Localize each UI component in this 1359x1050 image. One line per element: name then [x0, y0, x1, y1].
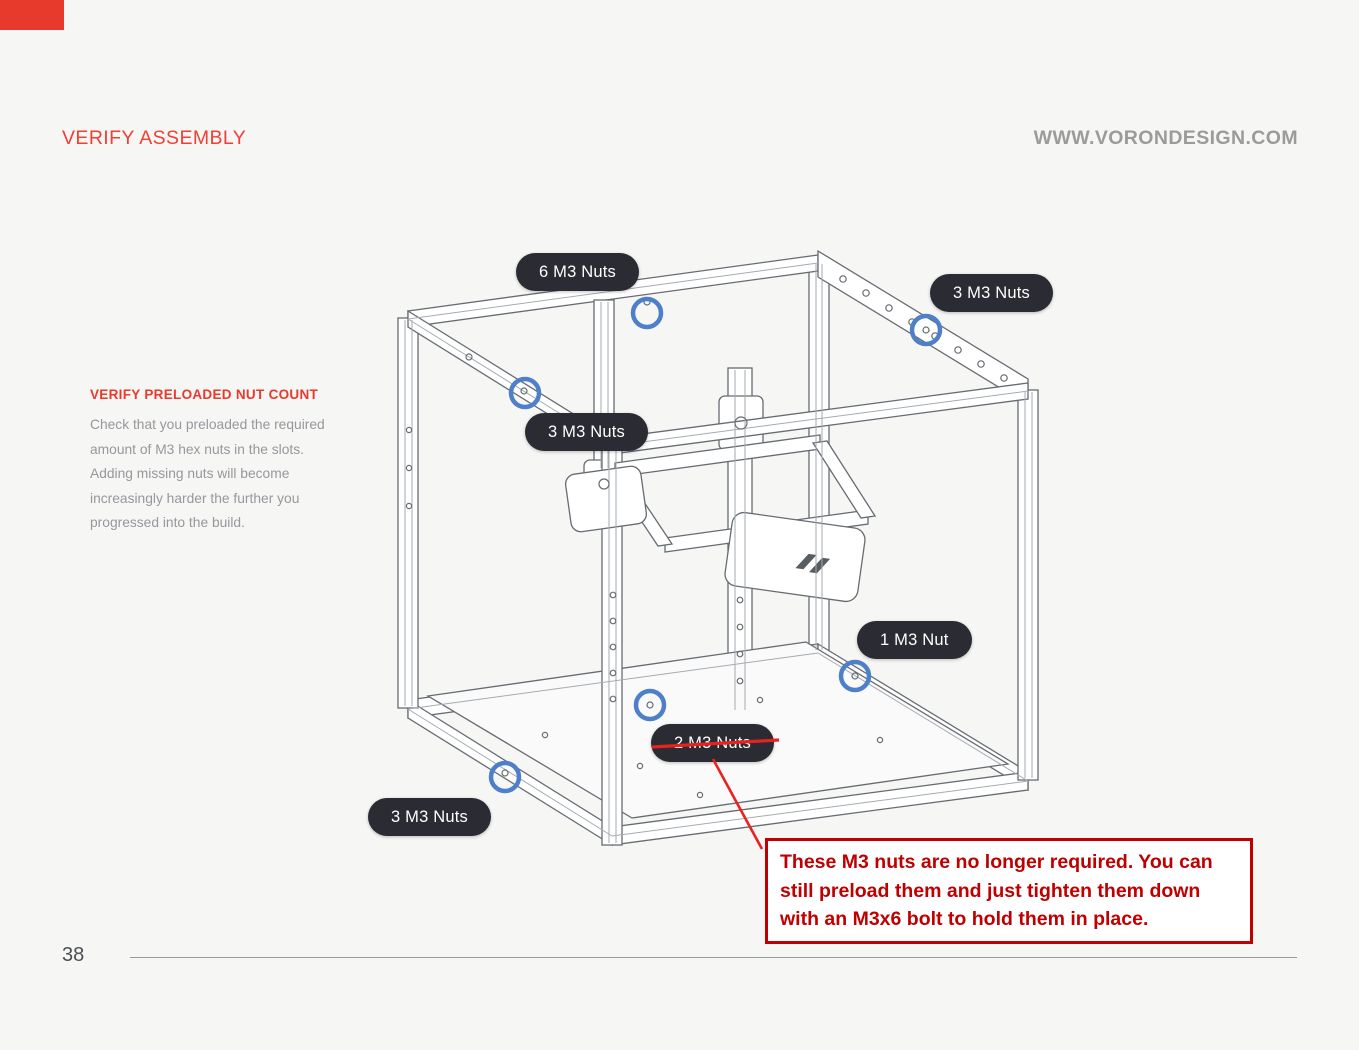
highlight-ring-bottom-left	[488, 760, 522, 794]
highlight-rings	[488, 296, 943, 794]
highlight-ring-mid-left	[508, 376, 542, 410]
highlight-ring-top-right	[909, 313, 943, 347]
note-block: VERIFY PRELOADED NUT COUNT Check that yo…	[90, 387, 338, 536]
warning-text: These M3 nuts are no longer required. Yo…	[780, 851, 1213, 930]
extrusion-channels	[404, 262, 1033, 843]
page-title: VERIFY ASSEMBLY	[62, 127, 247, 149]
count-label-top: 6 M3 Nuts	[516, 253, 639, 291]
count-label-struck: 2 M3 Nuts	[651, 724, 774, 762]
note-paragraph-1: Check that you preloaded the required am…	[90, 417, 325, 457]
corner-accent	[0, 0, 64, 30]
highlight-ring-center-bottom	[633, 688, 667, 722]
footer-rule	[130, 957, 1297, 958]
voron-logo-mark	[795, 553, 831, 574]
nut-holes	[405, 275, 1008, 799]
site-url: WWW.VORONDESIGN.COM	[1033, 127, 1298, 149]
count-label-right: 1 M3 Nut	[857, 621, 972, 659]
count-label-mid-left: 3 M3 Nuts	[525, 413, 648, 451]
count-label-top-right: 3 M3 Nuts	[930, 274, 1053, 312]
note-paragraph-2: Adding missing nuts will become increasi…	[90, 466, 300, 530]
note-heading: VERIFY PRELOADED NUT COUNT	[90, 387, 319, 402]
highlight-ring-top	[630, 296, 664, 330]
highlight-ring-right	[838, 659, 872, 693]
page-number: 38	[62, 944, 85, 966]
count-label-bottom-left: 3 M3 Nuts	[368, 798, 491, 836]
warning-callout: These M3 nuts are no longer required. Yo…	[765, 838, 1253, 944]
